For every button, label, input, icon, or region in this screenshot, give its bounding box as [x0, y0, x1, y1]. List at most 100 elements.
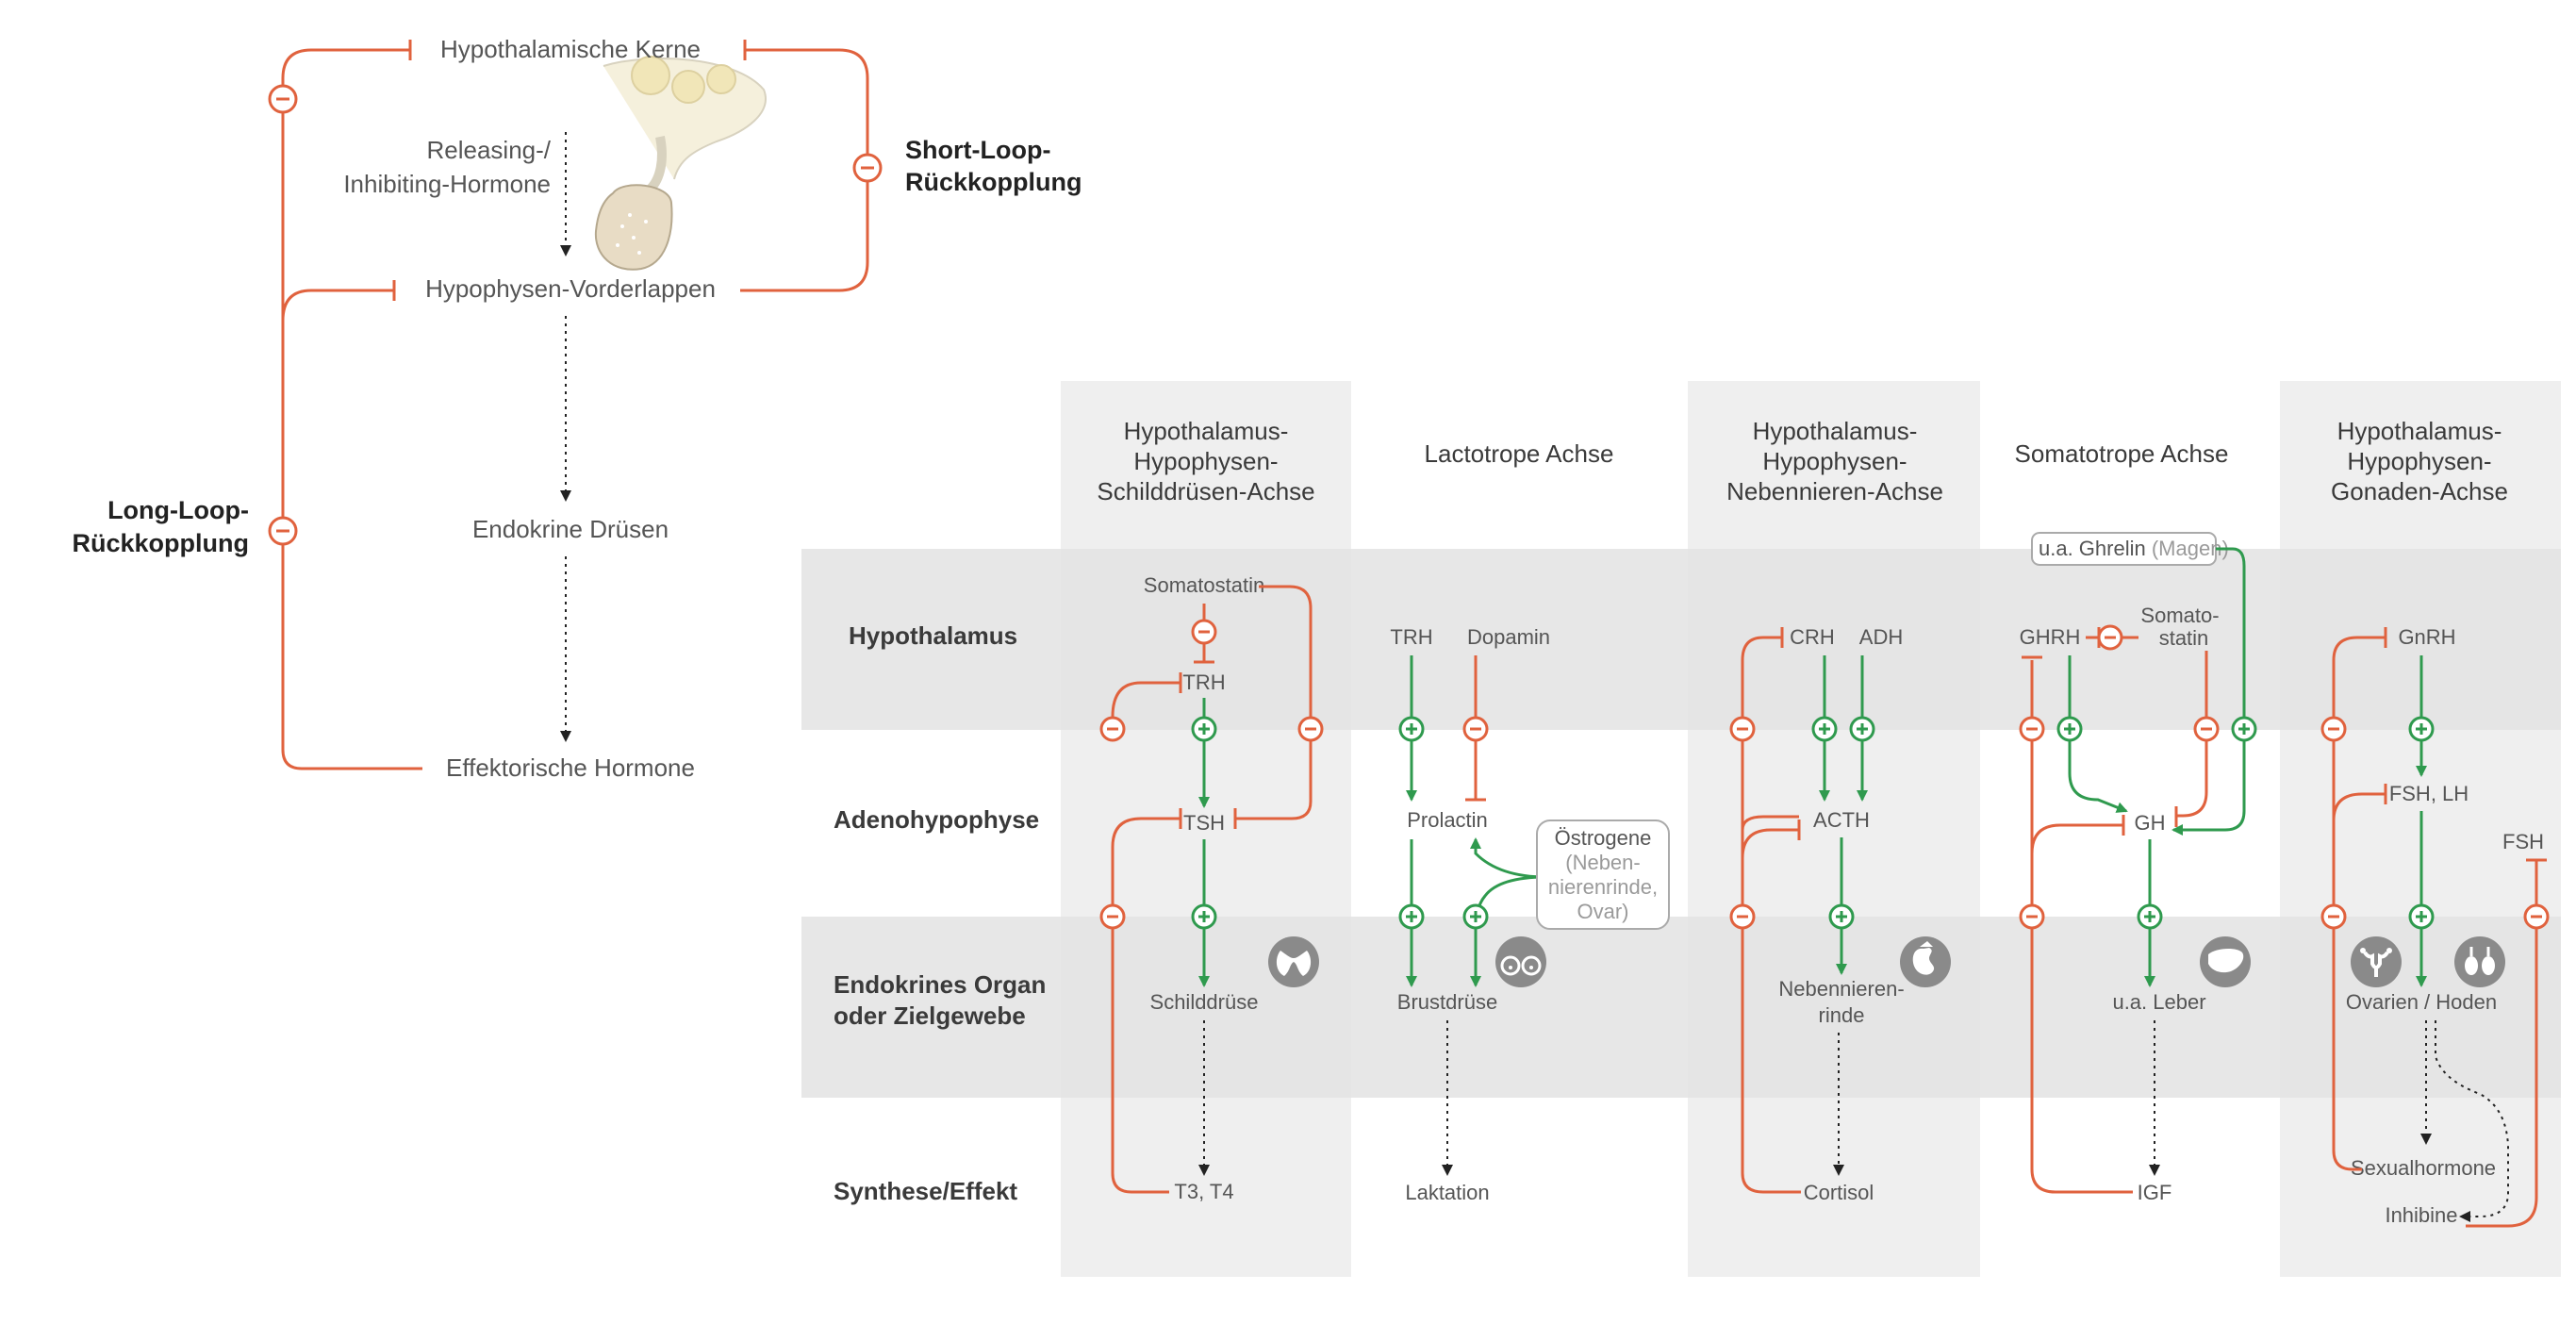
axis-adrenal: CRH ADH ACTH Nebennieren- rinde Cortisol: [1729, 625, 1951, 1204]
label-short-loop-line2: Rückkopplung: [905, 168, 1082, 196]
adrenal-kidney-icon: [1900, 936, 1951, 987]
header-adrenal-line2: Hypophysen-: [1762, 447, 1907, 475]
header-adrenal-line3: Nebennieren-Achse: [1726, 477, 1943, 505]
stimulate-symbol: [2137, 903, 2163, 930]
inhibit-symbol: [268, 516, 298, 546]
inhibit-symbol: [2193, 716, 2220, 742]
stimulate-symbol: [2408, 716, 2435, 742]
header-gonadal-line3: Gonaden-Achse: [2331, 477, 2508, 505]
node-dopamine: Dopamin: [1467, 625, 1550, 649]
stimulate-symbol: [1398, 903, 1425, 930]
breast-icon: [1495, 936, 1546, 987]
node-mammary-gland: Brustdrüse: [1397, 990, 1497, 1014]
inhibit-symbol: [2019, 716, 2045, 742]
header-gonadal-line1: Hypothalamus-: [2337, 417, 2502, 445]
stimulate-symbol: [2056, 716, 2083, 742]
node-lactation: Laktation: [1405, 1181, 1489, 1204]
estrogen-source-line3: Ovar): [1577, 900, 1629, 923]
node-acth: ACTH: [1813, 808, 1870, 832]
column-adrenal-shade: [1688, 381, 1980, 1277]
node-prolactin: Prolactin: [1407, 808, 1488, 832]
node-trh: TRH: [1182, 670, 1225, 694]
long-loop-line: [281, 48, 422, 770]
row-label-synthesis: Synthese/Effekt: [834, 1177, 1017, 1205]
node-somatostatin: Somatostatin: [1144, 573, 1264, 597]
stimulate-symbol: [1398, 716, 1425, 742]
row-label-organ-line1: Endokrines Organ: [834, 970, 1046, 999]
node-adh: ADH: [1859, 625, 1903, 649]
node-gh: GH: [2135, 811, 2166, 835]
node-sex-hormones: Sexualhormone: [2351, 1156, 2496, 1180]
label-short-loop-line1: Short-Loop-: [905, 136, 1050, 164]
label-releasing-line1: Releasing-/: [426, 136, 551, 164]
band-organ: [801, 917, 2561, 1098]
node-somatostatin-line1: Somato-: [2140, 604, 2219, 627]
axis-thyroid: Somatostatin TRH TSH Schilddrüse T3, T4: [1099, 573, 1324, 1203]
estrogen-source-line2: nierenrinde,: [1548, 875, 1658, 899]
label-long-loop-line2: Rückkopplung: [73, 529, 250, 557]
node-thyroid: Schilddrüse: [1150, 990, 1259, 1014]
row-label-organ-line2: oder Zielgewebe: [834, 1002, 1026, 1030]
column-headers: Hypothalamus- Hypophysen- Schilddrüsen-A…: [1097, 417, 2508, 505]
axis-lactotrope: TRH Dopamin Prolactin Brustdrüse Laktati…: [1390, 625, 1670, 1204]
inhibit-symbol: [268, 84, 298, 114]
row-labels: Hypothalamus Adenohypophyse Endokrines O…: [834, 621, 1046, 1205]
node-igf: IGF: [2138, 1181, 2172, 1204]
node-ghrh: GHRH: [2020, 625, 2081, 649]
node-crh: CRH: [1790, 625, 1835, 649]
stimulate-symbol: [1828, 903, 1855, 930]
node-cortisol: Cortisol: [1804, 1181, 1874, 1204]
row-label-hypothalamus: Hypothalamus: [849, 621, 1017, 650]
stimulate-symbol: [1462, 903, 1489, 930]
node-inhibin: Inhibine: [2385, 1203, 2457, 1227]
header-thyroid-line1: Hypothalamus-: [1124, 417, 1289, 445]
node-gnrh: GnRH: [2398, 625, 2455, 649]
label-anterior-pituitary: Hypophysen-Vorderlappen: [425, 274, 716, 303]
node-somatostatin-line2: statin: [2159, 626, 2209, 650]
label-endocrine-glands: Endokrine Drüsen: [472, 515, 669, 543]
axis-gonadal: GnRH FSH, LH FSH Ovarien / Hoden Sexualh…: [2320, 625, 2550, 1228]
stimulate-symbol: [1849, 716, 1875, 742]
stimulate-symbol: [2408, 903, 2435, 930]
node-adrenal-cortex-line1: Nebennieren-: [1778, 977, 1904, 1001]
testes-icon: [2454, 936, 2505, 987]
inhibit-symbol: [1729, 903, 1756, 930]
estrogen-box: [1536, 820, 1670, 930]
label-long-loop-line1: Long-Loop-: [107, 496, 249, 524]
table-background: [801, 381, 2561, 1277]
label-effector-hormones: Effektorische Hormone: [446, 753, 695, 782]
thyroid-icon: [1268, 936, 1319, 987]
inhibit-symbol: [1099, 716, 1126, 742]
header-thyroid-line2: Hypophysen-: [1133, 447, 1278, 475]
inhibit-symbol: [1099, 903, 1126, 930]
label-releasing-line2: Inhibiting-Hormone: [343, 170, 551, 198]
node-t3-t4: T3, T4: [1174, 1180, 1233, 1203]
label-hypothalamic-nuclei: Hypothalamische Kerne: [440, 35, 701, 63]
inhibit-symbol: [1462, 716, 1489, 742]
inhibit-symbol: [2019, 903, 2045, 930]
node-ghrelin: u.a. Ghrelin (Magen): [2039, 537, 2229, 560]
stimulate-symbol: [2231, 716, 2257, 742]
pituitary-illustration: [594, 56, 767, 271]
node-liver: u.a. Leber: [2112, 990, 2205, 1014]
uterus-icon: [2351, 936, 2402, 987]
header-adrenal-line1: Hypothalamus-: [1753, 417, 1918, 445]
inhibit-symbol: [1297, 716, 1324, 742]
header-gonadal-line2: Hypophysen-: [2347, 447, 2491, 475]
estrogen-source-line1: (Neben-: [1565, 851, 1640, 874]
node-tsh: TSH: [1183, 811, 1225, 835]
ghrelin-label: u.a. Ghrelin: [2039, 537, 2146, 560]
stimulate-symbol: [1811, 716, 1838, 742]
header-somatotrope: Somatotrope Achse: [2015, 439, 2229, 468]
axis-somatotrope: u.a. Ghrelin (Magen) GHRH Somato- statin…: [2019, 532, 2257, 1204]
inhibit-symbol: [1191, 619, 1217, 645]
node-estrogen: Östrogene: [1555, 826, 1652, 850]
node-trh: TRH: [1390, 625, 1432, 649]
inhibit-symbol: [2097, 624, 2123, 651]
liver-icon: [2200, 936, 2251, 987]
node-ovaries-testes: Ovarien / Hoden: [2346, 990, 2497, 1014]
header-thyroid-line3: Schilddrüsen-Achse: [1097, 477, 1314, 505]
row-label-adenohypophysis: Adenohypophyse: [834, 805, 1039, 834]
